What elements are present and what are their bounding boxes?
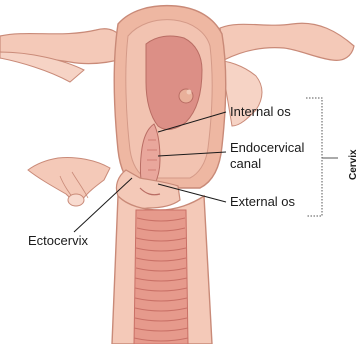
cervix-label: Cervix	[348, 149, 359, 180]
endocervical-canal-label-line1: Endocervical	[230, 140, 305, 155]
vagina-illustration	[112, 196, 212, 344]
left-adnexa-illustration	[0, 29, 126, 206]
internal-os-label: Internal os	[230, 104, 291, 119]
uterus-illustration	[114, 6, 226, 188]
cervix-bracket	[306, 98, 338, 216]
ectocervix-label: Ectocervix	[28, 233, 88, 248]
external-os-label: External os	[230, 194, 296, 209]
endocervical-canal-label-line2: canal	[230, 156, 261, 171]
